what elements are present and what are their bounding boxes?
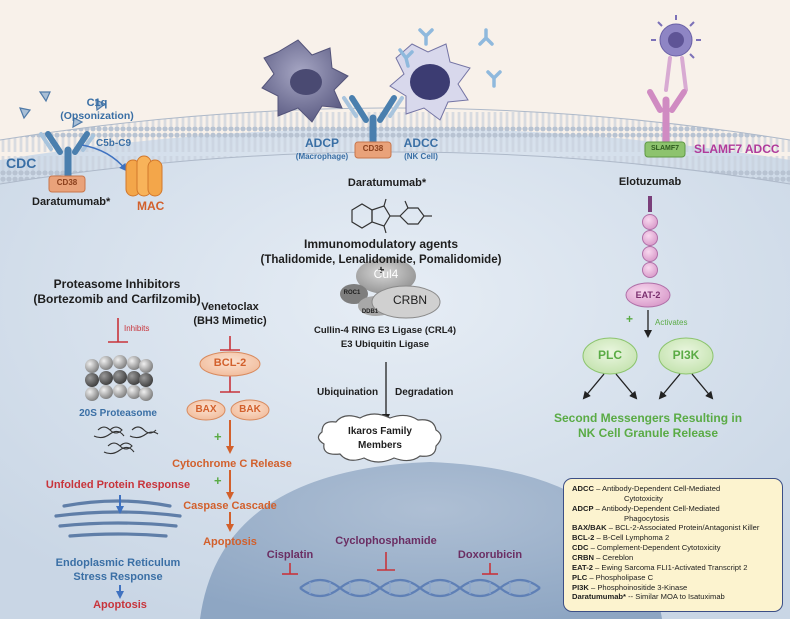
legend-row: ADCC – Antibody-Dependent Cell-Mediated <box>572 484 721 493</box>
adcp-label: ADCP <box>304 136 340 150</box>
doxorubicin-label: Doxorubicin <box>457 549 523 561</box>
cd38-mid-label: CD38 <box>362 144 384 153</box>
c5b-c9-label: C5b-C9 <box>96 138 132 149</box>
cisplatin-label: Cisplatin <box>266 549 314 561</box>
slamf7-chip-label: SLAMF7 <box>651 145 679 152</box>
activates-label: Activates <box>655 318 688 327</box>
legend-row: BCL-2 – B-Cell Lymphoma 2 <box>572 533 670 543</box>
imid-title: Immunomodulatory agents <box>303 237 459 251</box>
inhibition-marker <box>220 336 240 393</box>
roc1-label: ROC1 <box>343 290 361 296</box>
legend-row: PI3K – Phosphoinositide 3-Kinase <box>572 582 688 592</box>
e3-ligase-label: E3 Ubiquitin Ligase <box>340 339 430 350</box>
mac-pore-icon <box>125 155 163 197</box>
crl4-ligase-label: Cullin-4 RING E3 Ligase (CRL4) <box>314 325 456 336</box>
nk-cell-label: (NK Cell) <box>404 152 438 161</box>
mac-label: MAC <box>137 199 165 213</box>
legend-row: PLC – Phospholipase C <box>572 572 654 582</box>
complement-c1q-icons <box>19 91 107 129</box>
plus-sign: + <box>214 429 222 444</box>
macrophage-icon <box>261 39 349 123</box>
legend-row: Daratumumab* -- Similar MOA to Isatuxima… <box>572 592 725 602</box>
cul4-label: Cul4 <box>373 267 399 281</box>
ikaros-cloud <box>317 413 442 463</box>
macrophage-label: (Macrophage) <box>295 152 349 161</box>
inhibition-marker <box>282 552 498 575</box>
cytochrome-c-label: Cytochrome C Release <box>172 458 292 470</box>
daratumumab-mid-label: Daratumumab* <box>347 177 427 189</box>
apoptosis-left-label: Apoptosis <box>93 599 147 611</box>
legend-row-continued: Cytotoxicity <box>624 493 663 503</box>
er-stress-label-1: Endoplasmic Reticulum <box>55 557 181 569</box>
cd38-left-label: CD38 <box>56 178 78 187</box>
daratumumab-left-label: Daratumumab* <box>32 196 111 208</box>
ikaros-label-1: Ikaros Family <box>348 426 412 437</box>
slamf7-complex <box>625 15 701 308</box>
bax-label: BAX <box>195 404 217 415</box>
ubiquination-label: Ubiquination <box>317 387 379 398</box>
apoptosis-mid-label: Apoptosis <box>203 536 257 548</box>
inhibits-label: Inhibits <box>124 324 150 333</box>
crbn-label: CRBN <box>392 293 428 307</box>
second-messengers-label-1: Second Messengers Resulting in <box>553 411 743 425</box>
venetoclax-title: Venetoclax <box>201 301 259 313</box>
proteasome-inhibitors-title: Proteasome Inhibitors <box>53 277 181 291</box>
c1q-label: C1q <box>86 97 108 109</box>
crl4-ligase-icon <box>340 258 441 319</box>
second-messengers-label-2: NK Cell Granule Release <box>577 426 719 440</box>
degradation-label: Degradation <box>395 387 454 398</box>
bak-label: BAK <box>239 404 261 415</box>
nk-cell-icon <box>389 43 471 121</box>
imid-structure-icon <box>351 198 432 234</box>
proteasome-label: 20S Proteasome <box>79 408 157 419</box>
legend-row: BAX/BAK – BCL-2-Associated Protein/Antag… <box>572 523 760 533</box>
caspase-cascade-label: Caspase Cascade <box>183 500 277 512</box>
proteasome-inhibitors-drugs: (Bortezomib and Carfilzomib) <box>33 292 201 306</box>
adcc-label: ADCC <box>403 136 439 150</box>
pi3k-label: PI3K <box>672 348 700 362</box>
proteasome-icon <box>85 355 153 401</box>
legend-row: CDC – Complement-Dependent Cytotoxicity <box>572 543 721 553</box>
antibody-left <box>39 131 95 193</box>
bcl2-shape <box>199 351 261 377</box>
slamf7-adcc-label: SLAMF7 ADCC <box>694 142 780 156</box>
plus-sign: + <box>626 312 634 326</box>
dna-icon <box>299 578 541 598</box>
unfolded-protein-icon <box>93 426 159 455</box>
abbreviation-legend: ADCC – Antibody-Dependent Cell-Mediated … <box>563 478 783 612</box>
imid-plus: + <box>377 263 385 277</box>
cdc-label: CDC <box>6 155 37 171</box>
upr-label: Unfolded Protein Response <box>45 479 191 491</box>
venetoclax-subtitle: (BH3 Mimetic) <box>193 315 267 327</box>
plus-sign: + <box>214 473 222 488</box>
antibody-middle <box>342 95 404 159</box>
legend-row-continued: Phagocytosis <box>624 513 670 523</box>
cyclophosphamide-label: Cyclophosphamide <box>335 535 437 547</box>
legend-row: CRBN – Cereblon <box>572 553 634 563</box>
legend-row: EAT-2 – Ewing Sarcoma FLI1-Activated Tra… <box>572 562 748 572</box>
eat2-label: EAT-2 <box>635 290 661 300</box>
ddb1-label: DDB1 <box>361 309 379 315</box>
elotuzumab-label: Elotuzumab <box>618 176 682 188</box>
ikaros-label-2: Members <box>358 440 402 451</box>
free-antibody-icons <box>398 28 502 88</box>
er-stress-label-2: Stress Response <box>73 571 163 583</box>
plc-label: PLC <box>598 348 622 362</box>
inhibition-marker <box>108 318 128 343</box>
legend-row: ADCP – Antibody-Dependent Cell-Mediated <box>572 503 720 513</box>
imid-drugs: (Thalidomide, Lenalidomide, Pomalidomide… <box>260 254 502 266</box>
opsonization-label: (Opsonization) <box>60 110 134 122</box>
bcl2-label: BCL-2 <box>213 357 247 369</box>
